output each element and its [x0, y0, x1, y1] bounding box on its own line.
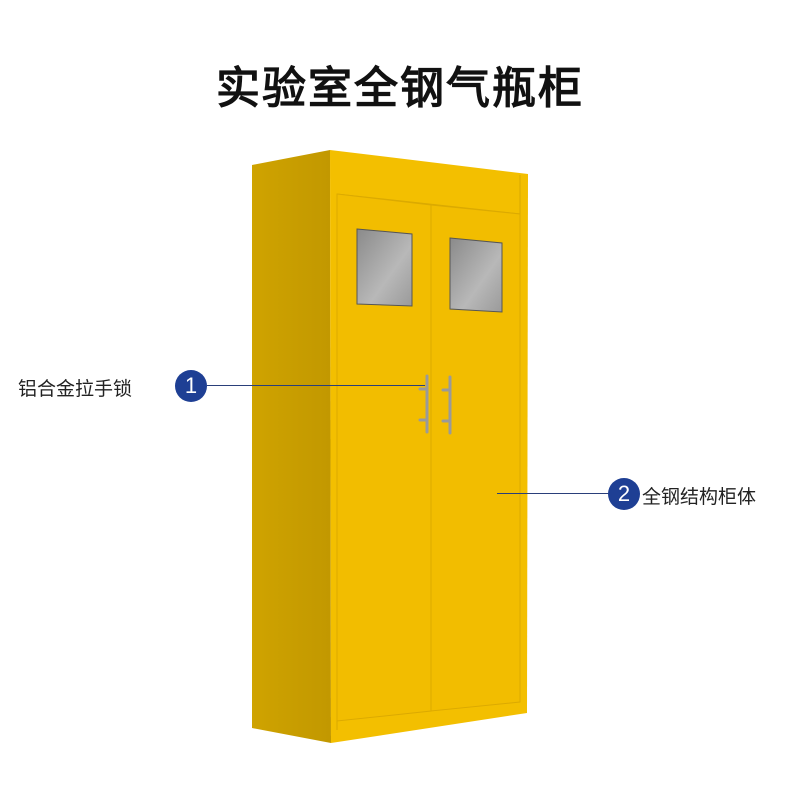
callout-2-label: 全钢结构柜体 — [642, 486, 757, 508]
callout-1-badge: 1 — [175, 370, 207, 402]
callout-1-label: 铝合金拉手锁 — [18, 378, 133, 400]
page-title: 实验室全钢气瓶柜 — [216, 63, 584, 114]
left-window — [356, 228, 413, 307]
callout-2-badge: 2 — [608, 478, 640, 510]
callout-1-leader-line — [207, 385, 425, 386]
right-window — [449, 237, 503, 313]
left-handle — [418, 374, 429, 434]
cabinet-side-panel — [252, 150, 331, 743]
right-door — [430, 204, 521, 712]
callout-2-leader-line — [497, 493, 609, 494]
right-handle — [441, 375, 452, 435]
